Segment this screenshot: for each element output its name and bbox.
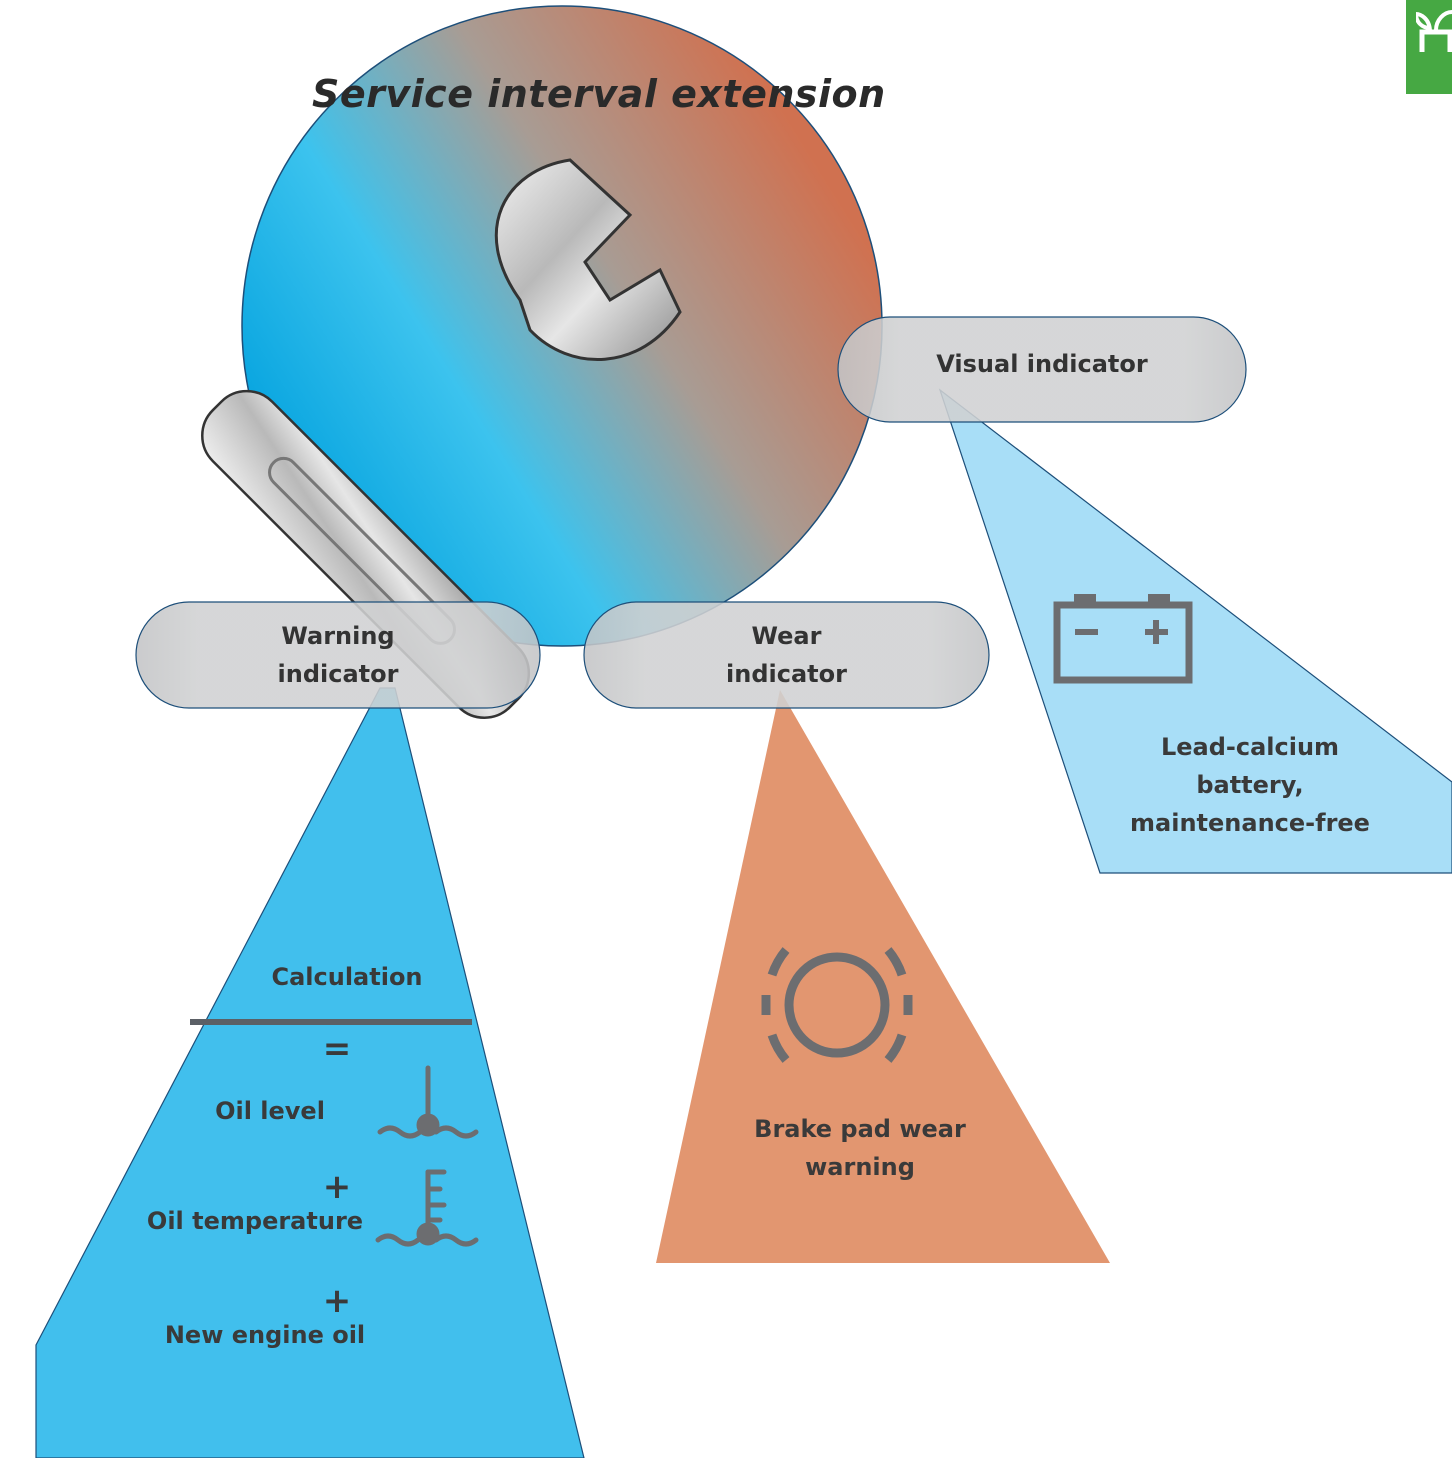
- battery-line1: Lead-calcium: [1160, 733, 1340, 761]
- wear-indicator-line1: Wear: [751, 622, 822, 650]
- warning-indicator-label: Warning indicator: [136, 617, 540, 693]
- wear-indicator-line2: indicator: [726, 660, 847, 688]
- wear-indicator-pill[interactable]: [583, 601, 990, 709]
- oil-temperature-label: Oil temperature: [146, 1207, 364, 1235]
- battery-line3: maintenance-free: [1130, 809, 1370, 837]
- battery-label: Lead-calcium battery, maintenance-free: [1100, 728, 1400, 842]
- oil-level-icon: [377, 1065, 479, 1139]
- brake-line1: Brake pad wear: [754, 1115, 966, 1143]
- battery-line2: battery,: [1196, 771, 1304, 799]
- warning-indicator-line1: Warning: [281, 622, 395, 650]
- calculation-heading: Calculation: [271, 963, 423, 991]
- plus-sign-2: +: [322, 1281, 352, 1321]
- equals-sign: =: [322, 1029, 352, 1069]
- plus-sign-1: +: [322, 1167, 352, 1207]
- battery-icon: [1053, 594, 1193, 684]
- wear-cone: [656, 690, 1110, 1263]
- visual-indicator-pill[interactable]: [837, 316, 1247, 423]
- oil-level-label: Oil level: [215, 1097, 325, 1125]
- sprout-icon: [1416, 10, 1452, 52]
- brake-pad-icon: [761, 947, 913, 1063]
- warning-indicator-pill[interactable]: [135, 601, 541, 709]
- visual-cone: [938, 388, 1452, 874]
- brake-line2: warning: [805, 1153, 915, 1181]
- wear-indicator-label: Wear indicator: [584, 617, 989, 693]
- diagram-title: Service interval extension: [312, 72, 886, 116]
- warning-indicator-line2: indicator: [277, 660, 399, 688]
- new-engine-oil-label: New engine oil: [164, 1321, 366, 1349]
- oil-temperature-icon: [375, 1169, 479, 1247]
- brake-pad-label: Brake pad wear warning: [710, 1110, 1010, 1186]
- eco-badge: [1406, 0, 1452, 94]
- visual-indicator-label: Visual indicator: [936, 350, 1148, 378]
